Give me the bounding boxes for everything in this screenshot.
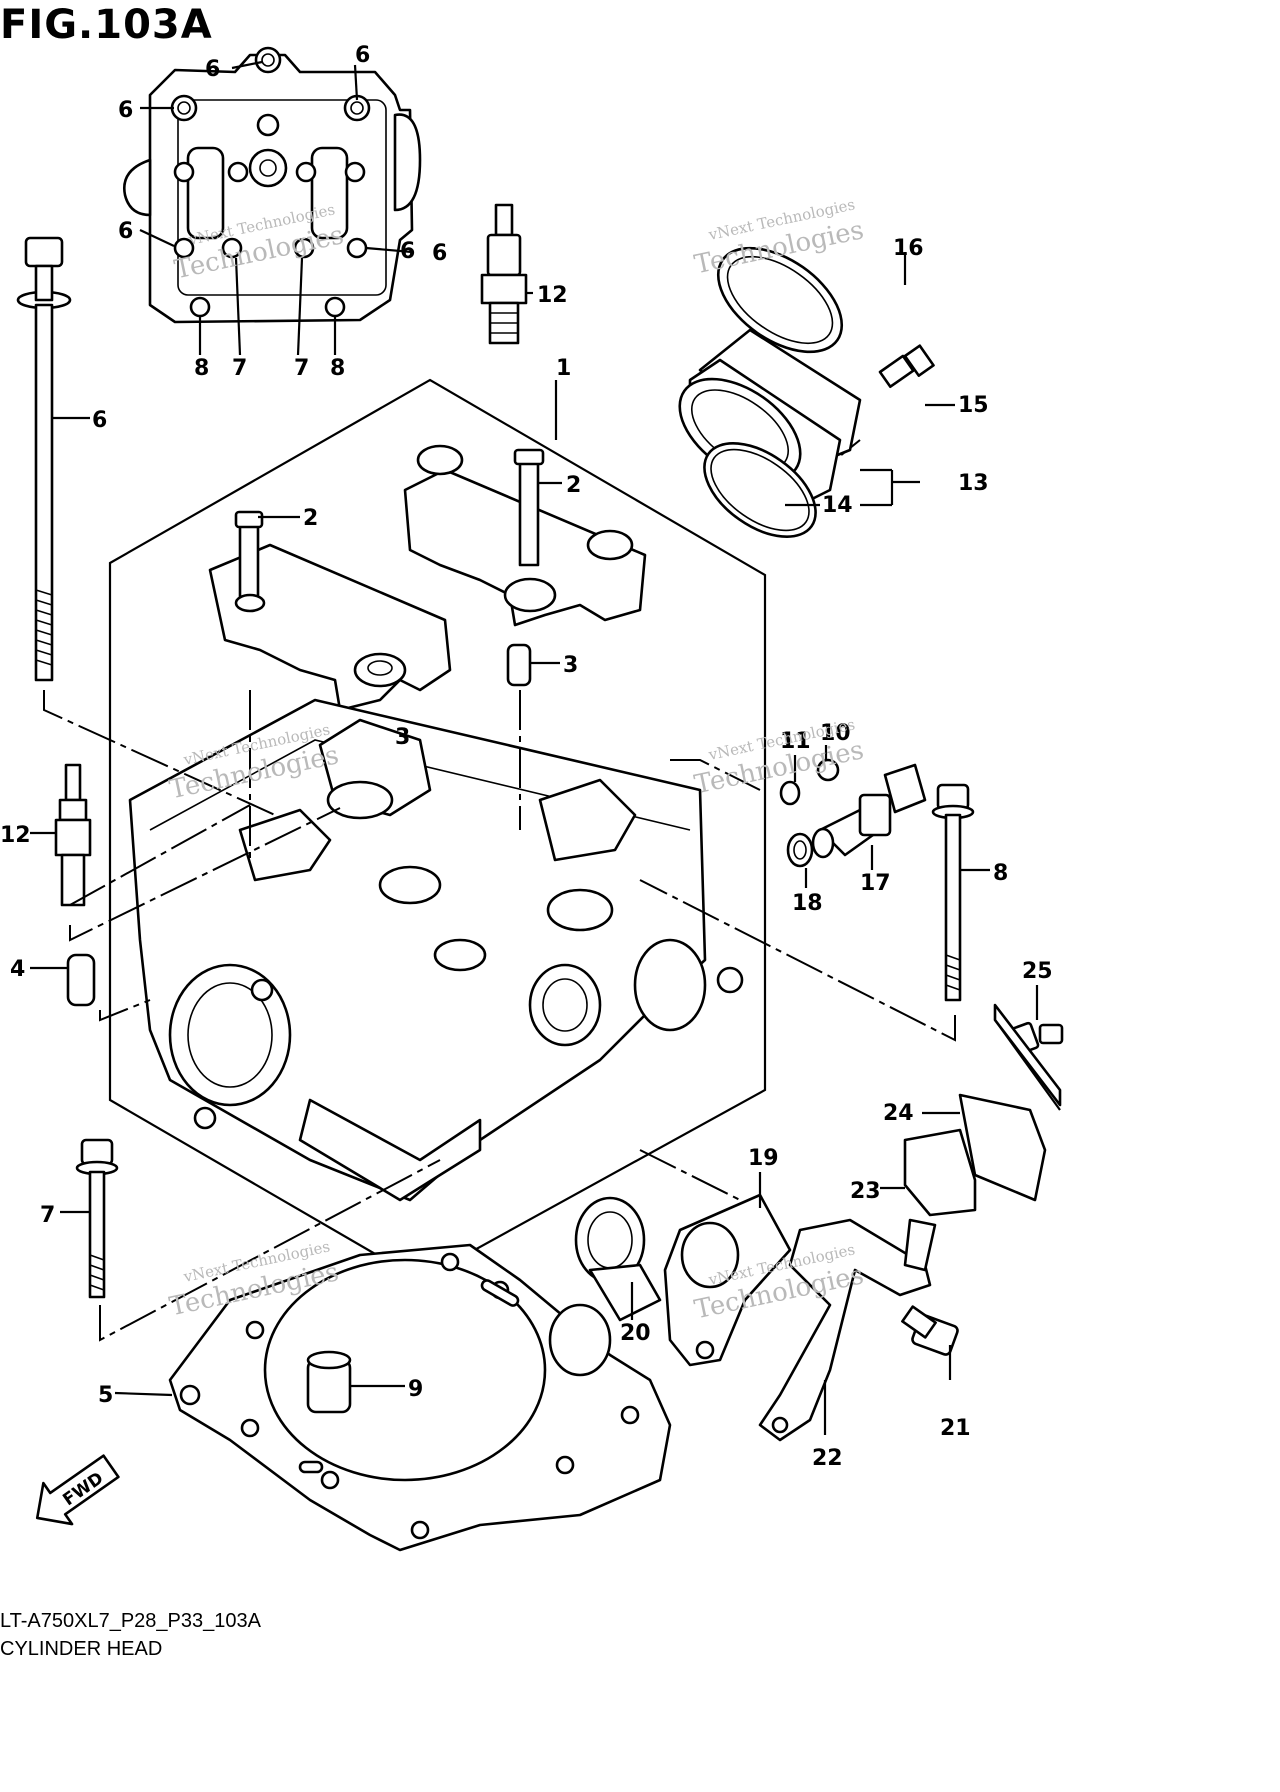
callout-9: 9	[408, 1377, 423, 1402]
head-gasket	[168, 1243, 672, 1552]
callout-12: 12	[0, 823, 31, 848]
fwd-arrow-icon: FWD	[35, 1454, 120, 1526]
callout-25: 25	[1022, 959, 1053, 984]
cam-holder-right	[403, 444, 647, 627]
top-view-leaders	[139, 60, 413, 356]
explode-frame	[108, 378, 767, 1282]
intake-leaders	[785, 252, 955, 507]
figure-name: CYLINDER HEAD	[0, 1638, 163, 1660]
callout-6: 6	[205, 57, 220, 82]
callout-6: 6	[118, 98, 133, 123]
callout-6: 6	[118, 219, 133, 244]
callout-12: 12	[537, 283, 568, 308]
callout-5: 5	[98, 1383, 113, 1408]
callout-21: 21	[940, 1416, 971, 1441]
callout-17: 17	[860, 871, 891, 896]
callout-6: 6	[92, 408, 107, 433]
callout-6: 6	[432, 241, 447, 266]
figure-model-code: LT-A750XL7_P28_P33_103A	[0, 1610, 261, 1632]
figure-title: FIG.103A	[0, 2, 213, 48]
callout-6: 6	[400, 239, 415, 264]
callout-6: 6	[355, 43, 370, 68]
callout-15: 15	[958, 393, 989, 418]
head-top-view	[123, 46, 422, 324]
callout-7: 7	[294, 356, 309, 381]
callout-22: 22	[812, 1446, 843, 1471]
callout-16: 16	[893, 236, 924, 261]
callout-20: 20	[620, 1321, 651, 1346]
callout-10: 10	[820, 721, 851, 746]
callout-24: 24	[883, 1101, 914, 1126]
bolt-7	[75, 1138, 119, 1299]
callout-7: 7	[232, 356, 247, 381]
callout-18: 18	[792, 891, 823, 916]
cylinder-head	[128, 698, 744, 1202]
small-parts-right	[901, 1003, 1064, 1356]
thermostat-group	[574, 1193, 932, 1442]
callout-3: 3	[395, 725, 410, 750]
dowel-pin-4	[66, 953, 96, 1007]
callout-14: 14	[822, 493, 853, 518]
callout-19: 19	[748, 1146, 779, 1171]
callout-3: 3	[563, 653, 578, 678]
temp-sensor-group	[779, 758, 927, 868]
callout-8: 8	[330, 356, 345, 381]
spark-plug-lower	[54, 763, 92, 907]
spark-plug-upper	[480, 203, 528, 345]
cam-holder-left	[208, 510, 452, 712]
callout-2: 2	[566, 473, 581, 498]
callout-23: 23	[850, 1179, 881, 1204]
callout-11: 11	[780, 729, 811, 754]
callout-7: 7	[40, 1203, 55, 1228]
callout-4: 4	[10, 957, 25, 982]
bolt-8	[931, 783, 975, 1002]
intake-pipe	[678, 246, 935, 538]
long-bolt-6	[16, 236, 72, 682]
callout-1: 1	[556, 356, 571, 381]
callout-8: 8	[993, 861, 1008, 886]
callout-8: 8	[194, 356, 209, 381]
callout-2: 2	[303, 506, 318, 531]
callout-13: 13	[958, 471, 989, 496]
